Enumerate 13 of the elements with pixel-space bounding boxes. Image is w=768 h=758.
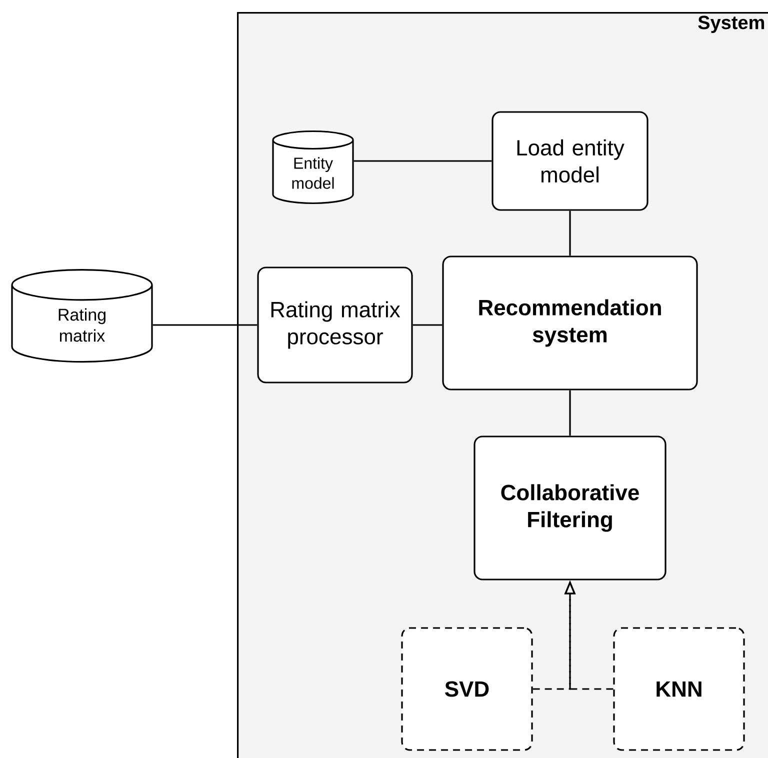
connector (569, 210, 571, 256)
process-box: Rating matrix processor (257, 266, 413, 384)
connector (354, 160, 492, 162)
process-box: Recommendation system (442, 256, 698, 390)
process-box: Load entity model (492, 111, 648, 211)
database-cylinder: Entity model (272, 130, 354, 204)
process-box: SVD (401, 627, 533, 751)
process-box: KNN (613, 627, 745, 751)
process-box: Collaborative Filtering (474, 436, 666, 580)
connector (412, 324, 442, 326)
connector (569, 390, 571, 436)
database-cylinder: Rating matrix (11, 269, 153, 363)
connector (152, 324, 258, 326)
